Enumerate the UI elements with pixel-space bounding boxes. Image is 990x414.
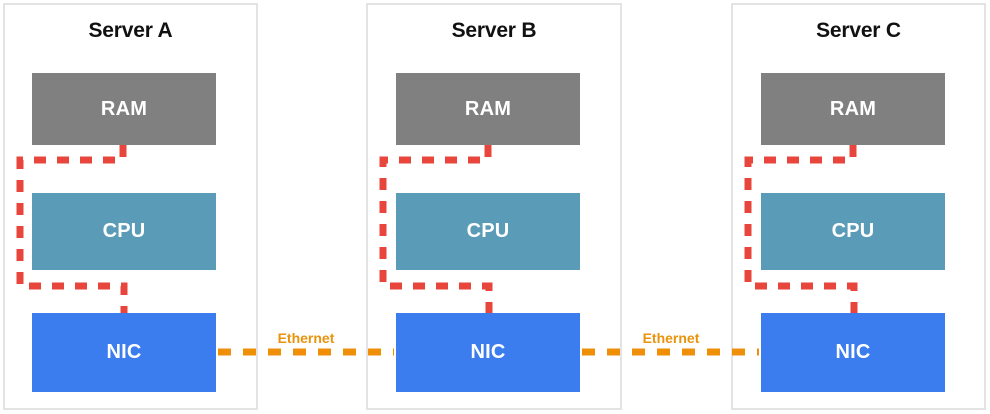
server-b-cpu-label: CPU: [466, 220, 510, 242]
ethernet-label-b-c: Ethernet: [642, 330, 700, 346]
server-title-c: Server C: [816, 19, 901, 42]
server-b-cpu[interactable]: CPU: [396, 193, 580, 270]
server-title-b: Server B: [451, 19, 537, 42]
server-title-a: Server A: [88, 19, 173, 42]
server-b-ram[interactable]: RAM: [396, 73, 580, 145]
server-b-ram-label: RAM: [464, 97, 512, 120]
server-b-nic[interactable]: NIC: [396, 313, 580, 392]
server-c-nic-label: NIC: [835, 341, 871, 363]
server-c-cpu-label: CPU: [831, 220, 875, 242]
server-b-nic-label: NIC: [470, 341, 506, 363]
server-c-ram-label: RAM: [829, 97, 877, 120]
server-c-cpu[interactable]: CPU: [761, 193, 945, 270]
server-a-cpu[interactable]: CPU: [32, 193, 216, 270]
server-a-nic-label: NIC: [106, 341, 142, 363]
server-c-nic[interactable]: NIC: [761, 313, 945, 392]
server-c-ram[interactable]: RAM: [761, 73, 945, 145]
server-a-ram-label: RAM: [100, 97, 148, 120]
server-a-cpu-label: CPU: [102, 220, 146, 242]
server-a-ram[interactable]: RAM: [32, 73, 216, 145]
server-a-nic[interactable]: NIC: [32, 313, 216, 392]
ethernet-label-a-b: Ethernet: [277, 330, 335, 346]
